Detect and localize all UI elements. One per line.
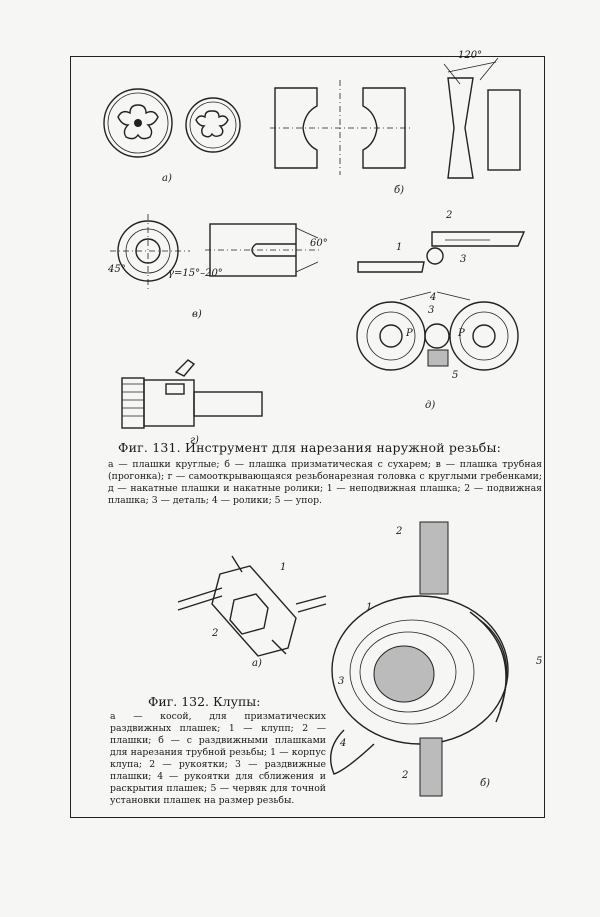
sub-label-v: в) — [192, 309, 202, 320]
rolling-rollers — [356, 291, 519, 371]
sub-label-b: б) — [394, 185, 405, 196]
angle-60: 60° — [310, 238, 328, 249]
flat-rolling-dies — [357, 231, 526, 273]
callout-2: 2 — [446, 210, 453, 221]
angle-45: 45° — [108, 264, 126, 275]
fig132a-callout-2: 2 — [212, 628, 219, 639]
sub-label-d: д) — [425, 400, 436, 411]
pipe-die-stock — [330, 521, 509, 797]
callout-5: 5 — [452, 370, 459, 381]
fig132b-callout-2-top: 2 — [396, 526, 403, 537]
fig132-title: Фиг. 132. Клупы: — [148, 694, 261, 709]
fig131-title: Фиг. 131. Инструмент для нарезания наруж… — [118, 440, 502, 455]
fig132a-callout-1: 1 — [280, 562, 287, 573]
fig132b-callout-3: 3 — [338, 676, 345, 687]
callout-3: 3 — [460, 254, 467, 265]
callout-1: 1 — [396, 242, 403, 253]
sub-label-a: а) — [162, 173, 172, 184]
prismatic-die — [270, 80, 410, 175]
fig132-sub-label-b: б) — [480, 778, 491, 789]
page-frame — [70, 56, 545, 818]
round-die-small — [185, 97, 241, 153]
fig132b-callout-4: 4 — [340, 738, 347, 749]
angle-120: 120° — [458, 50, 483, 61]
pipe-die — [110, 214, 320, 290]
fig132-description: а — косой, для призматических раздвижных… — [110, 711, 326, 806]
angle-gamma: γ=15°–20° — [168, 268, 223, 279]
callout-4: 4 — [430, 292, 437, 303]
fig132b-callout-2-bottom: 2 — [402, 770, 409, 781]
diagonal-die-stock — [177, 555, 327, 657]
fig131-description: а — плашки круглые; б — плашка призматич… — [108, 459, 542, 506]
fig132b-callout-5: 5 — [536, 656, 543, 667]
fig132b-callout-1: 1 — [366, 602, 373, 613]
die-head — [121, 359, 263, 429]
force-p-left: P — [406, 328, 413, 339]
round-die-large — [103, 88, 173, 158]
die-side-view — [443, 57, 521, 179]
callout-3b: 3 — [428, 305, 435, 316]
force-p-right: P — [458, 328, 465, 339]
sub-label-g: г) — [190, 435, 199, 446]
fig132-sub-label-a: а) — [252, 658, 262, 669]
